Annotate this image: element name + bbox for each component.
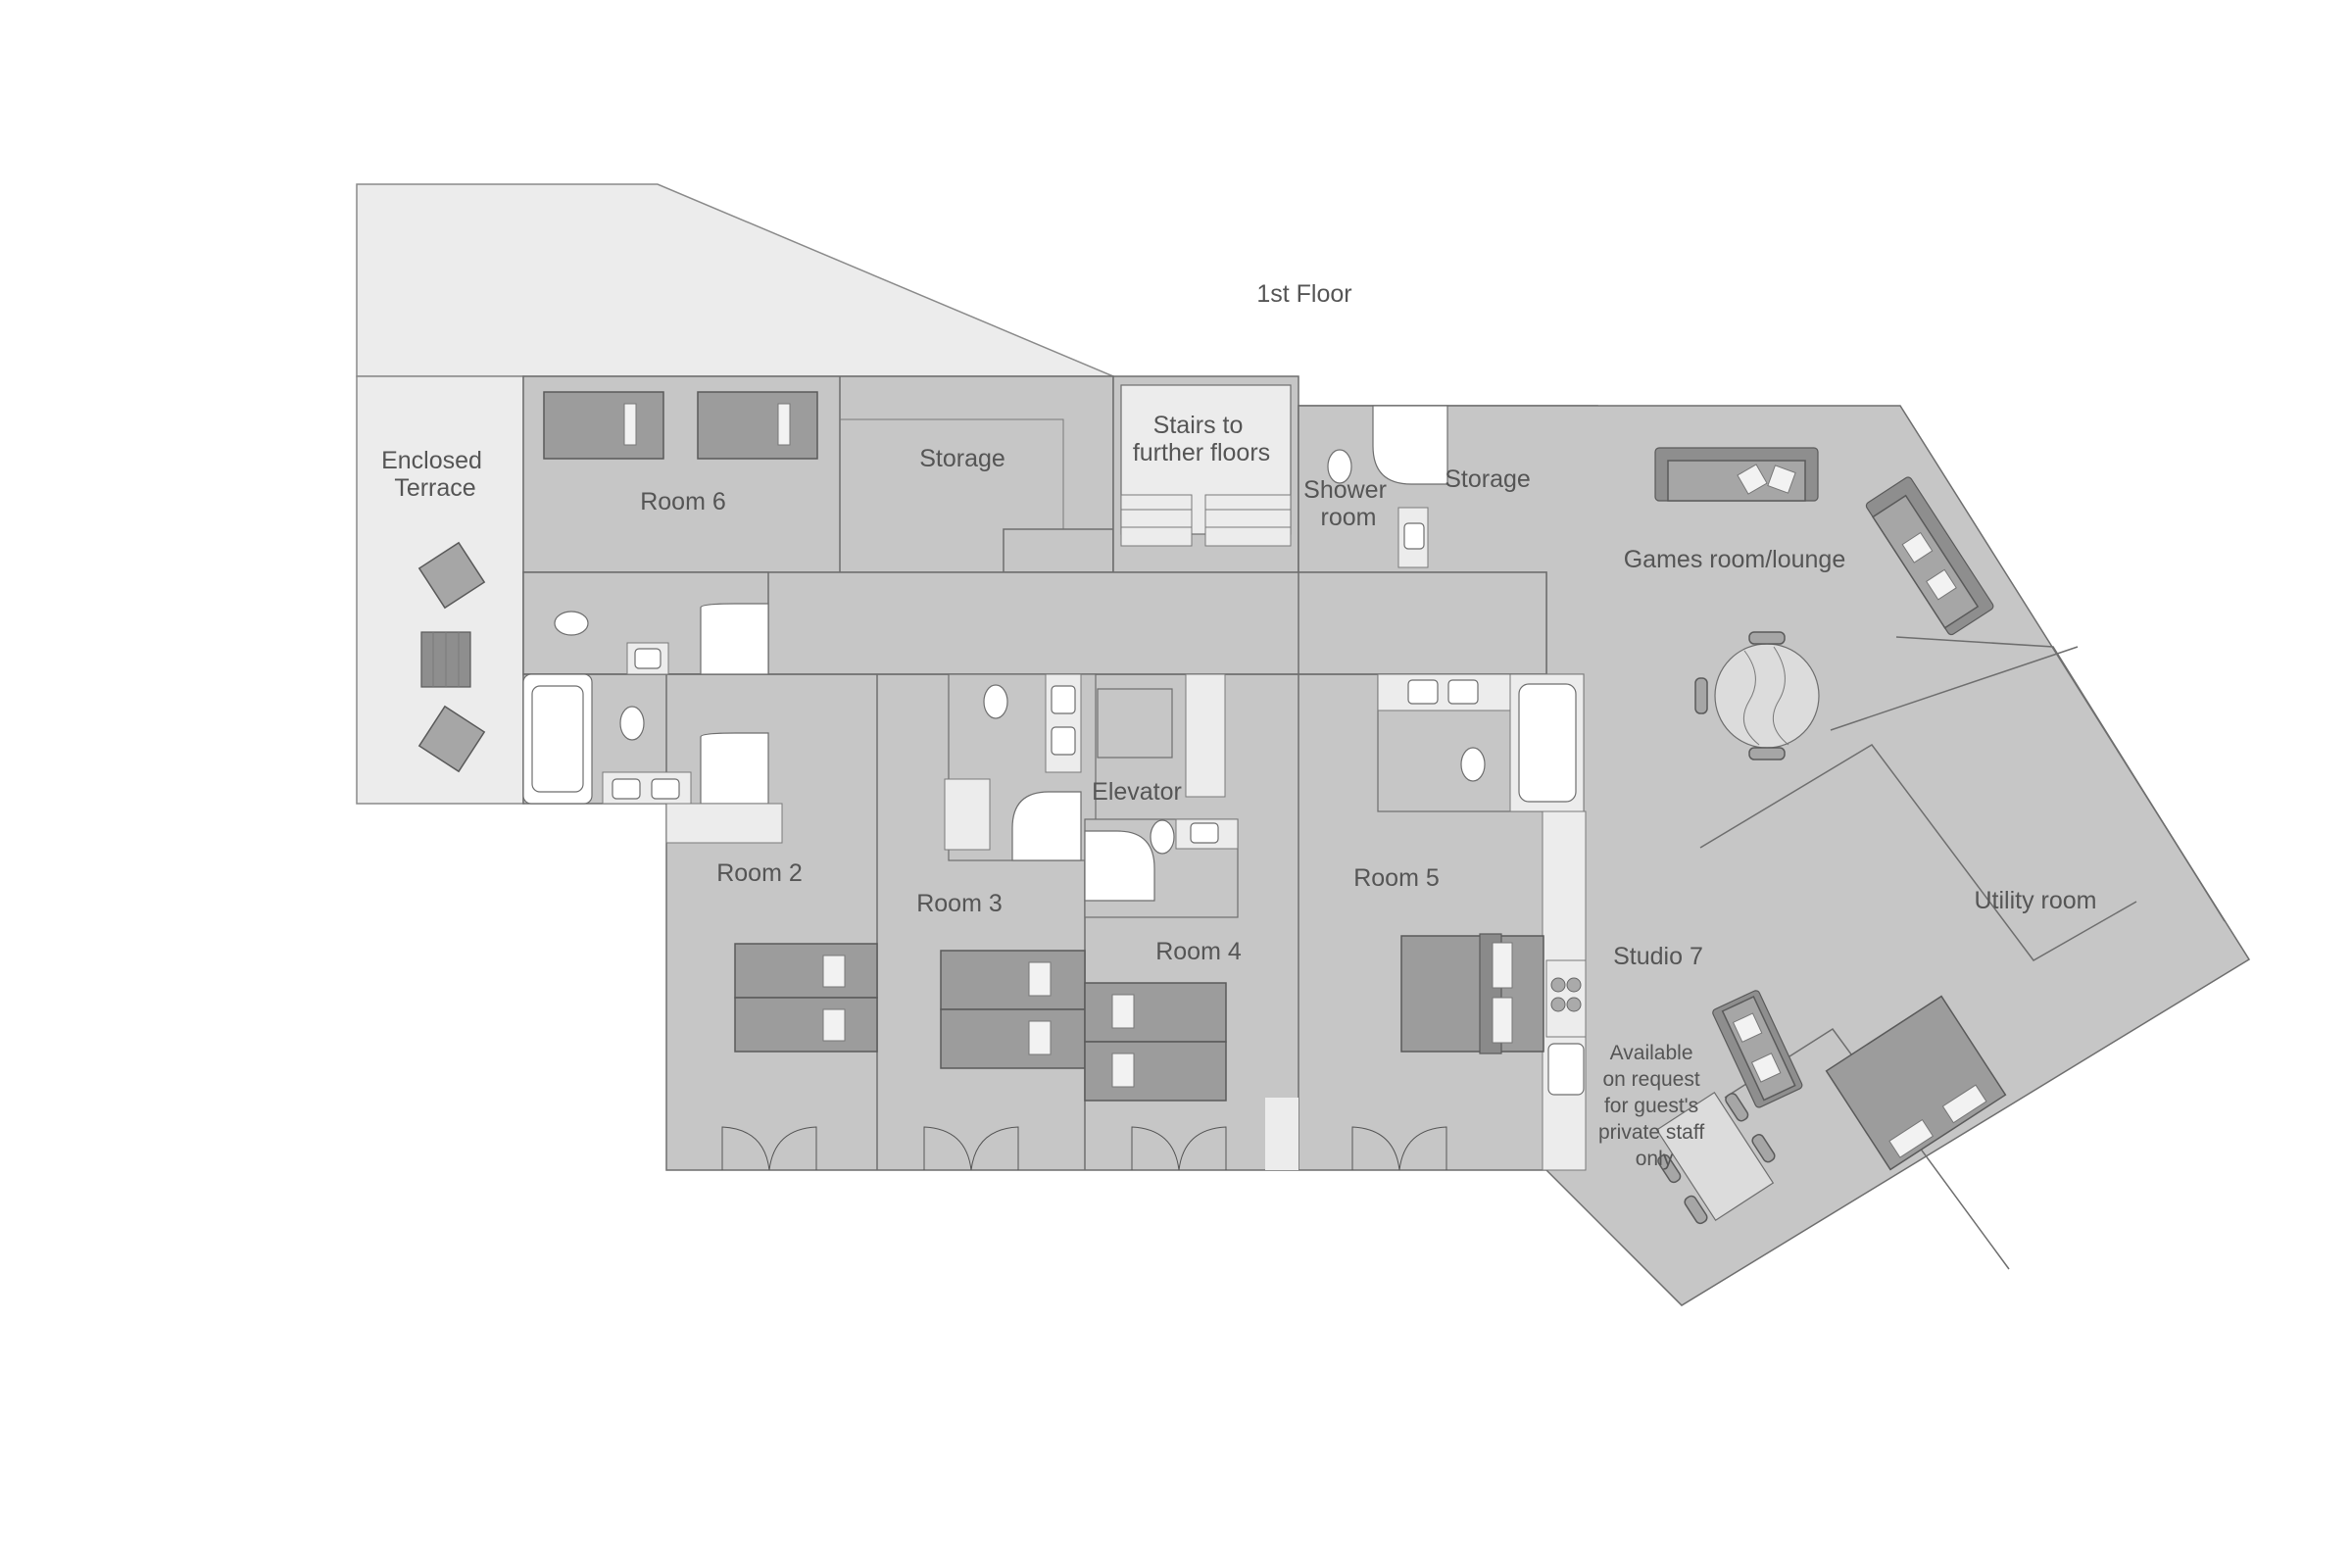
label-games-room: Games room/lounge xyxy=(1624,546,1846,573)
room3-beds xyxy=(940,950,1086,1069)
label-room-5: Room 5 xyxy=(1353,864,1440,892)
toilet-icon xyxy=(1150,819,1175,855)
toilet-icon xyxy=(619,706,645,741)
sink-icon xyxy=(1447,679,1479,705)
toilet-icon xyxy=(1460,747,1486,782)
room5-bed xyxy=(1400,933,1544,1054)
shower-tray-icon xyxy=(1011,791,1082,861)
shower-tray-icon xyxy=(1372,405,1448,485)
sink-icon xyxy=(1407,679,1439,705)
sink-icon xyxy=(1190,822,1219,844)
sink-icon xyxy=(612,778,641,800)
utility-bed xyxy=(1825,995,2007,1171)
label-utility-room: Utility room xyxy=(1974,887,2096,914)
studio-sofa-icon xyxy=(1712,990,1803,1108)
elevator-shaft xyxy=(1097,688,1173,759)
sofa-icon xyxy=(1654,447,1819,502)
label-storage-east: Storage xyxy=(1445,466,1531,493)
label-studio-7-note: Available on request for guest's private… xyxy=(1598,1042,1710,1170)
dining-table-icon xyxy=(1655,1091,1776,1225)
toilet-icon xyxy=(1327,449,1352,484)
label-elevator: Elevator xyxy=(1092,778,1182,806)
terrace-upper-area xyxy=(356,183,1114,377)
sink-icon xyxy=(634,648,662,669)
label-room-4: Room 4 xyxy=(1155,938,1242,965)
sink-icon xyxy=(1403,522,1425,550)
label-stairs: Stairs to further floors xyxy=(1133,412,1270,466)
shower-tray-icon xyxy=(700,732,769,805)
room2-beds xyxy=(734,943,878,1053)
toilet-icon xyxy=(983,684,1008,719)
toilet-icon xyxy=(554,611,589,636)
label-studio-7: Studio 7 xyxy=(1613,943,1703,970)
double-door xyxy=(721,1126,1447,1171)
sink-icon xyxy=(1051,685,1076,714)
bathtub-icon xyxy=(1518,683,1577,803)
stairs-icon xyxy=(1120,494,1292,547)
shower-tray-icon xyxy=(1084,830,1155,902)
floor-title: 1st Floor xyxy=(1256,280,1351,308)
label-room-6: Room 6 xyxy=(640,488,726,515)
shower-tray-icon xyxy=(700,603,769,675)
label-shower-room: Shower room xyxy=(1303,476,1394,531)
terrace-chair-icon xyxy=(417,541,486,773)
label-storage-west: Storage xyxy=(919,445,1005,472)
label-room-3: Room 3 xyxy=(916,890,1003,917)
sink-icon xyxy=(651,778,680,800)
room6-beds xyxy=(543,391,818,460)
label-enclosed-terrace: Enclosed Terrace xyxy=(381,447,489,502)
sink-icon xyxy=(1051,726,1076,756)
round-table-icon xyxy=(1694,631,1820,760)
hob-icon xyxy=(1545,959,1587,1096)
room4-beds xyxy=(1084,982,1227,1102)
label-room-2: Room 2 xyxy=(716,859,803,887)
sofa-icon xyxy=(1865,476,1994,636)
